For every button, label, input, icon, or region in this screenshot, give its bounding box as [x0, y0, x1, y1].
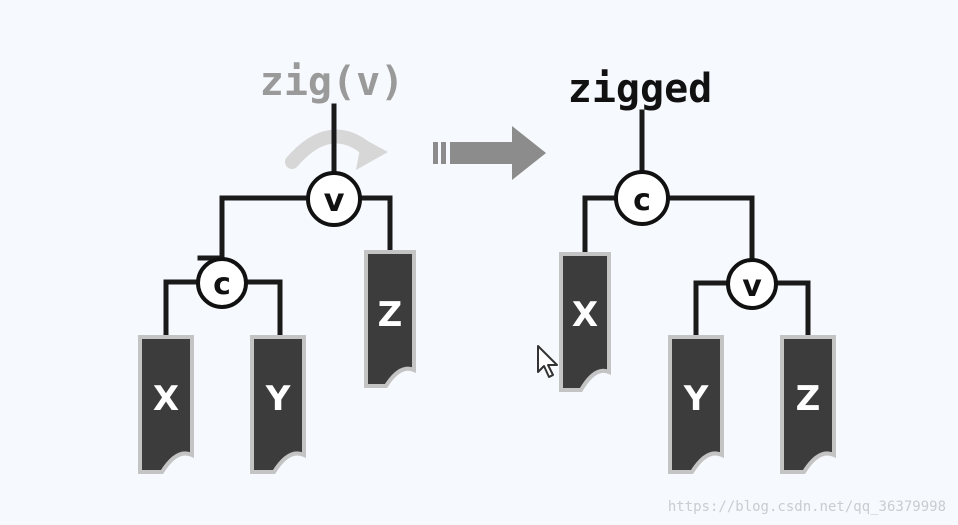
left-leaf-y-label: Y [265, 379, 291, 419]
right-child-node: v [726, 258, 778, 310]
right-leaf-y: Y [668, 335, 724, 474]
edge-v-c [197, 195, 309, 261]
right-child-label: v [742, 269, 762, 304]
left-leaf-x: X [138, 335, 194, 474]
left-tree: zig(v) v c X [138, 59, 416, 474]
left-leaf-z: Z [364, 250, 416, 388]
edge-v-y-right [693, 280, 731, 343]
left-tree-title: zig(v) [260, 59, 405, 105]
left-child-node: c [196, 257, 248, 309]
right-leaf-z: Z [780, 335, 836, 474]
watermark-text: https://blog.csdn.net/qq_36379998 [667, 499, 946, 515]
curved-rotation-arrow-icon [285, 129, 388, 170]
left-root-label: v [324, 181, 345, 219]
edge-v-z [359, 195, 393, 253]
left-leaf-y: Y [250, 335, 306, 474]
edge-c-x [163, 279, 203, 343]
right-leaf-x-label: X [572, 295, 598, 335]
right-leaf-z-label: Z [796, 379, 821, 419]
edge-v-z-right [773, 280, 811, 343]
left-root-node: v [306, 171, 362, 227]
edge-c-x-right [582, 195, 619, 259]
right-tree-title: zigged [568, 66, 713, 112]
right-root-node: c [614, 170, 670, 226]
right-leaf-x: X [559, 252, 611, 392]
left-leaf-z-label: Z [378, 295, 403, 335]
right-leaf-y-label: Y [683, 379, 709, 419]
right-tree: zigged c v X Y [559, 66, 836, 474]
mouse-pointer-icon [537, 345, 558, 378]
edge-c-v-right [665, 195, 755, 265]
right-arrow-icon [433, 126, 546, 180]
left-leaf-x-label: X [153, 379, 179, 419]
left-child-label: c [213, 267, 231, 302]
edge-c-y [245, 279, 283, 343]
right-root-label: c [633, 183, 651, 218]
